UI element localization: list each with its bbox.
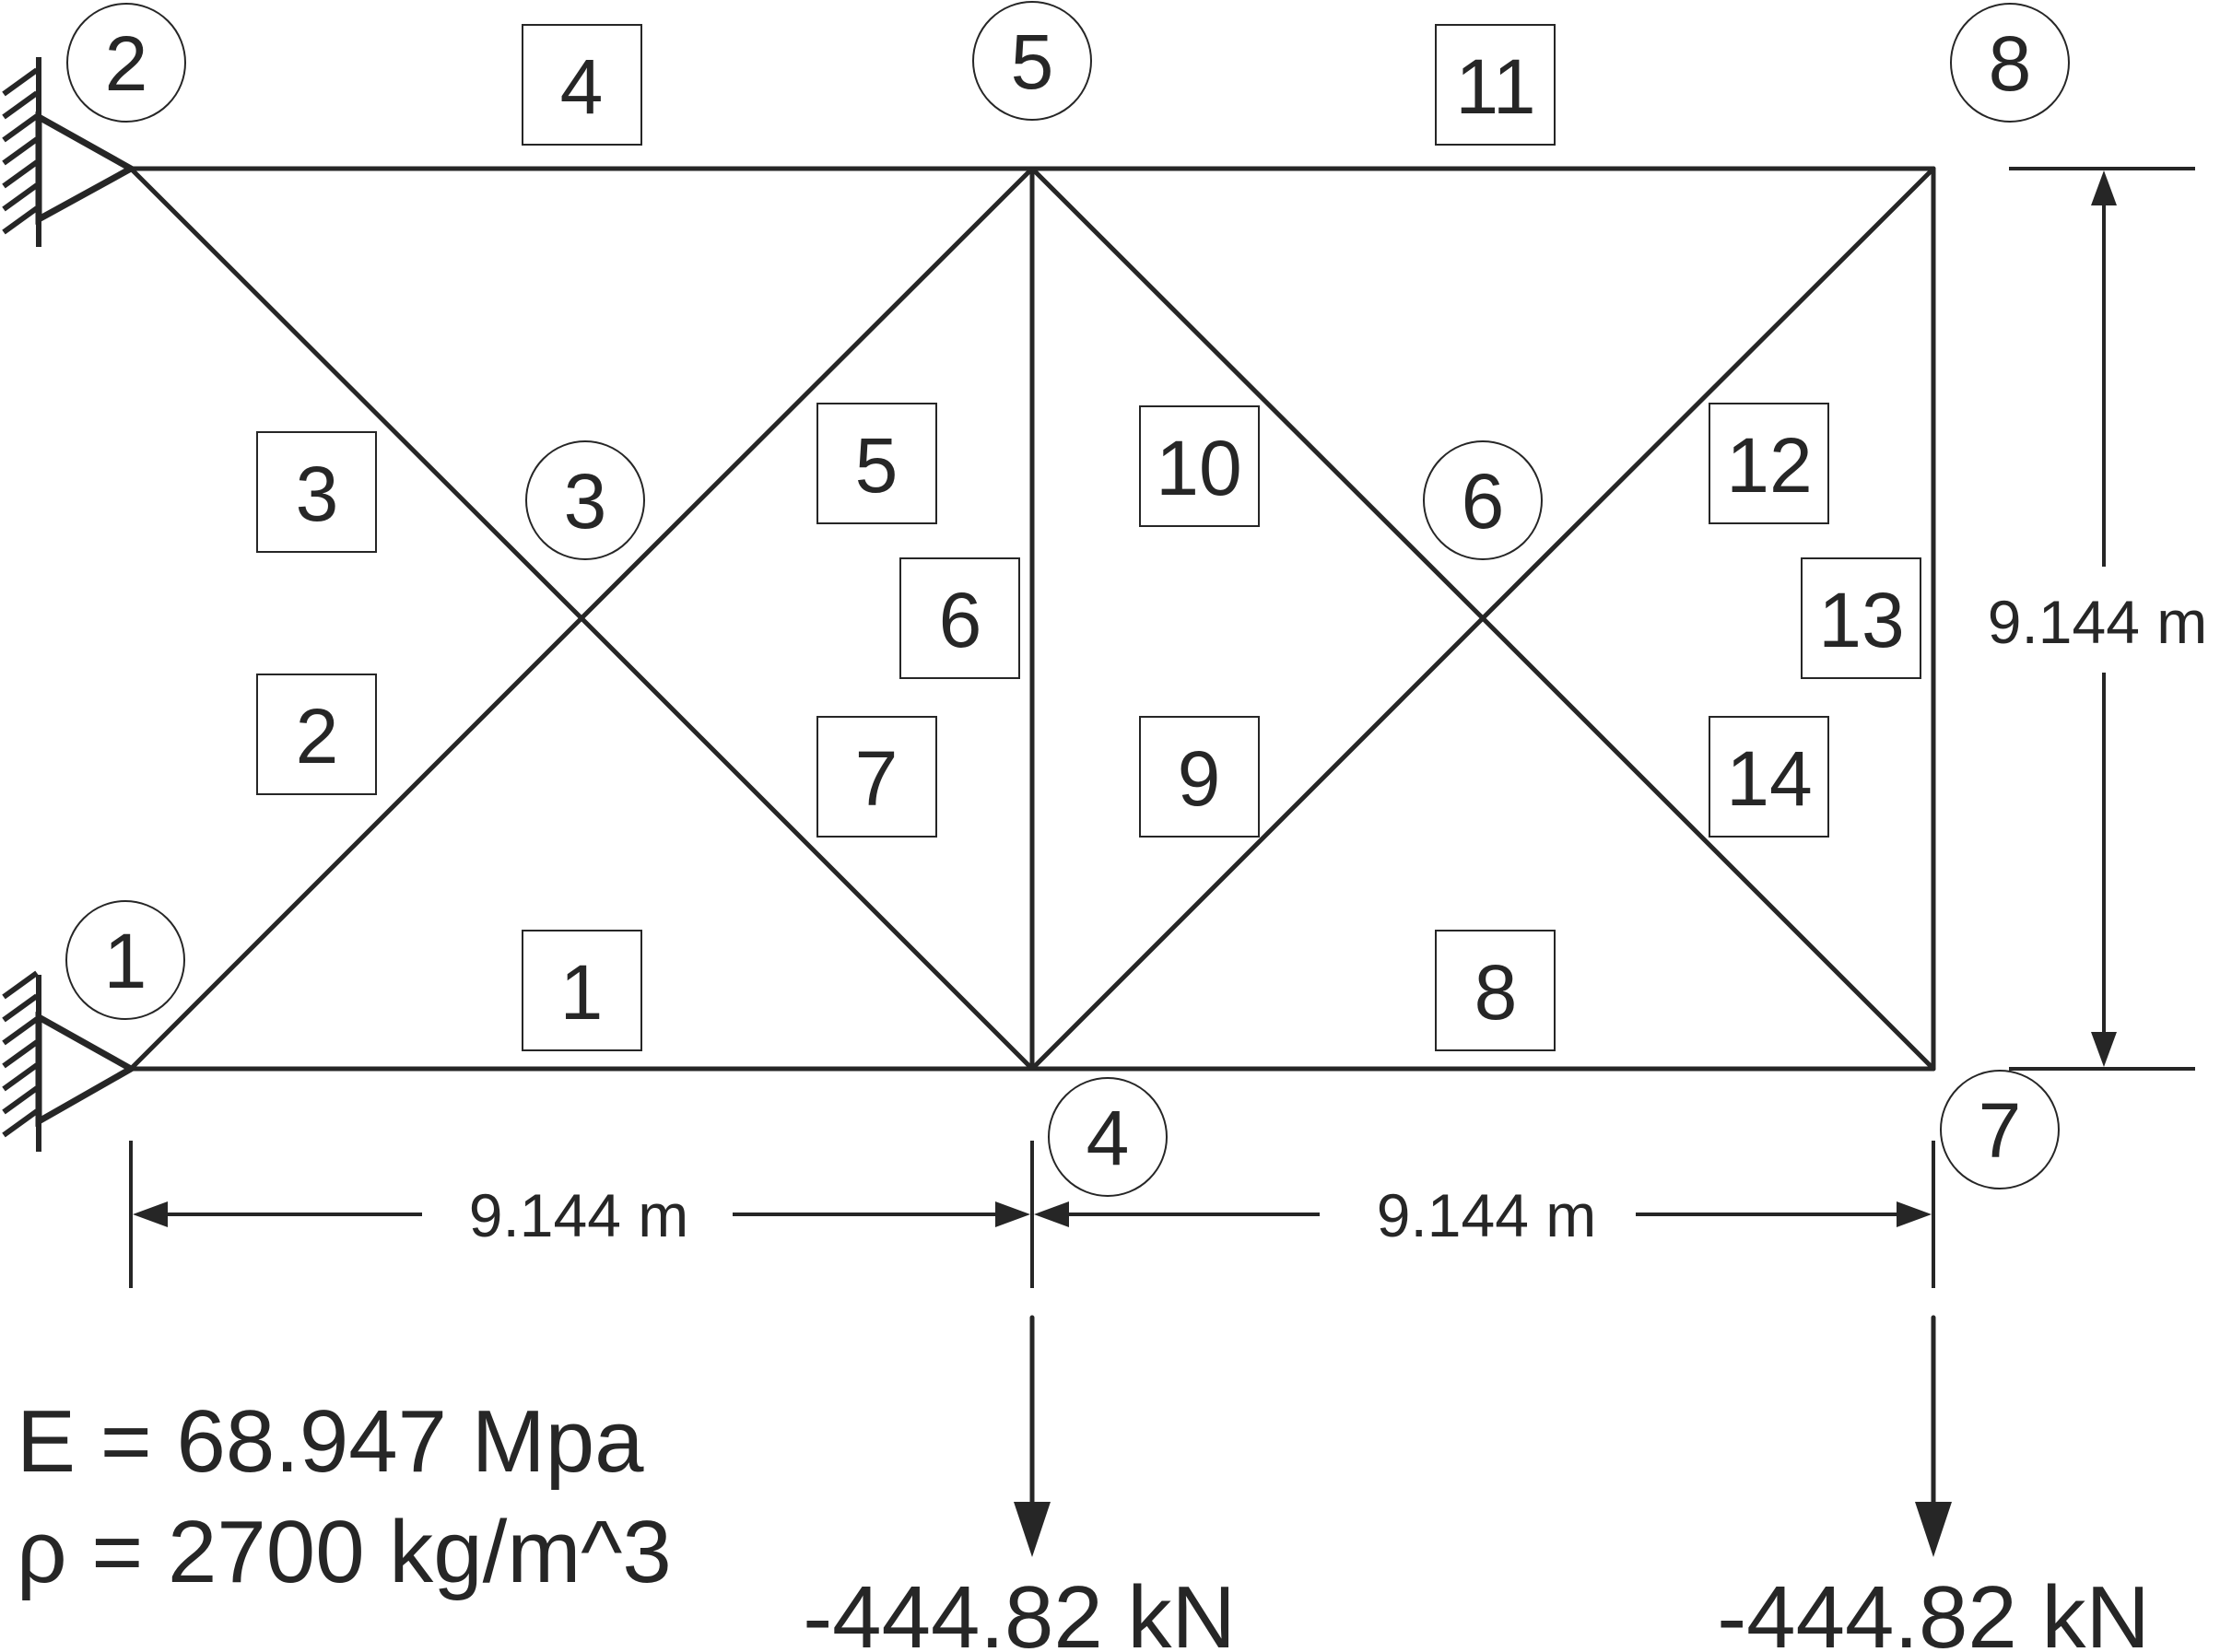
pin-support-node-1 [2,970,138,1152]
element-label-6: 6 [899,557,1020,679]
node-label-2: 2 [66,3,186,123]
svg-text:4: 4 [1087,1095,1130,1181]
element-label-14: 14 [1709,716,1829,838]
svg-text:1: 1 [104,918,147,1004]
svg-text:2: 2 [105,20,148,107]
member-3 [128,166,584,621]
svg-text:3: 3 [296,451,339,537]
svg-text:14: 14 [1726,735,1812,822]
load-label-node-4: -444.82 kN [803,1568,1236,1652]
svg-text:8: 8 [1989,20,2032,107]
pin-support-node-2 [2,57,138,247]
node-label-1: 1 [65,900,185,1020]
node-label-4: 4 [1048,1077,1168,1197]
svg-text:5: 5 [1011,18,1054,105]
svg-text:11: 11 [1455,43,1535,130]
element-label-2: 2 [256,674,377,795]
load-node-4: -444.82 kN [803,1315,1236,1652]
svg-text:1: 1 [560,949,604,1036]
dimension-span-left: 9.144 m [129,1141,1034,1288]
material-properties: E = 68.947 Mpa ρ = 2700 kg/m^3 [17,1392,672,1601]
svg-text:4: 4 [560,43,604,130]
svg-text:5: 5 [855,422,899,509]
element-label-1: 1 [522,930,642,1051]
svg-text:6: 6 [1462,458,1505,545]
load-node-7: -444.82 kN [1717,1315,2150,1652]
element-label-7: 7 [816,716,937,838]
element-label-12: 12 [1709,403,1829,524]
load-label-node-7: -444.82 kN [1717,1568,2150,1652]
element-label-8: 8 [1435,930,1556,1051]
member-5 [579,166,1035,621]
member-10 [1029,166,1486,621]
svg-text:7: 7 [1979,1087,2022,1174]
property-modulus: E = 68.947 Mpa [17,1392,644,1491]
element-label-4: 4 [522,24,642,146]
dimension-label-span-left: 9.144 m [469,1181,688,1249]
node-label-3: 3 [525,440,645,560]
svg-text:13: 13 [1818,577,1904,663]
svg-text:7: 7 [855,735,899,822]
element-label-5: 5 [816,403,937,524]
dimension-height: 9.144 m [1988,167,2207,1071]
svg-text:10: 10 [1156,425,1241,511]
property-density: ρ = 2700 kg/m^3 [17,1503,672,1601]
member-9 [1029,615,1486,1072]
element-labels: 1 2 3 4 5 6 7 8 [256,24,1921,1051]
node-label-6: 6 [1423,440,1543,560]
element-label-13: 13 [1801,557,1921,679]
member-7 [579,615,1035,1072]
element-label-3: 3 [256,431,377,553]
svg-text:9: 9 [1178,735,1221,822]
element-label-11: 11 [1435,24,1556,146]
node-label-8: 8 [1950,3,2070,123]
node-labels: 1 2 3 4 5 6 7 8 [65,1,2070,1197]
svg-text:2: 2 [296,693,339,779]
node-label-5: 5 [972,1,1092,121]
svg-text:6: 6 [939,577,982,663]
member-12 [1480,166,1936,621]
member-14 [1480,615,1936,1072]
truss-members [128,166,1936,1072]
svg-text:8: 8 [1474,949,1518,1036]
node-label-7: 7 [1940,1070,2060,1189]
dimension-span-right: 9.144 m [1034,1141,1935,1288]
element-label-9: 9 [1139,716,1260,838]
svg-text:12: 12 [1726,422,1812,509]
dimension-label-height: 9.144 m [1988,588,2207,656]
svg-text:3: 3 [564,458,607,545]
dimension-label-span-right: 9.144 m [1377,1181,1596,1249]
element-label-10: 10 [1139,405,1260,527]
member-2 [128,615,584,1072]
